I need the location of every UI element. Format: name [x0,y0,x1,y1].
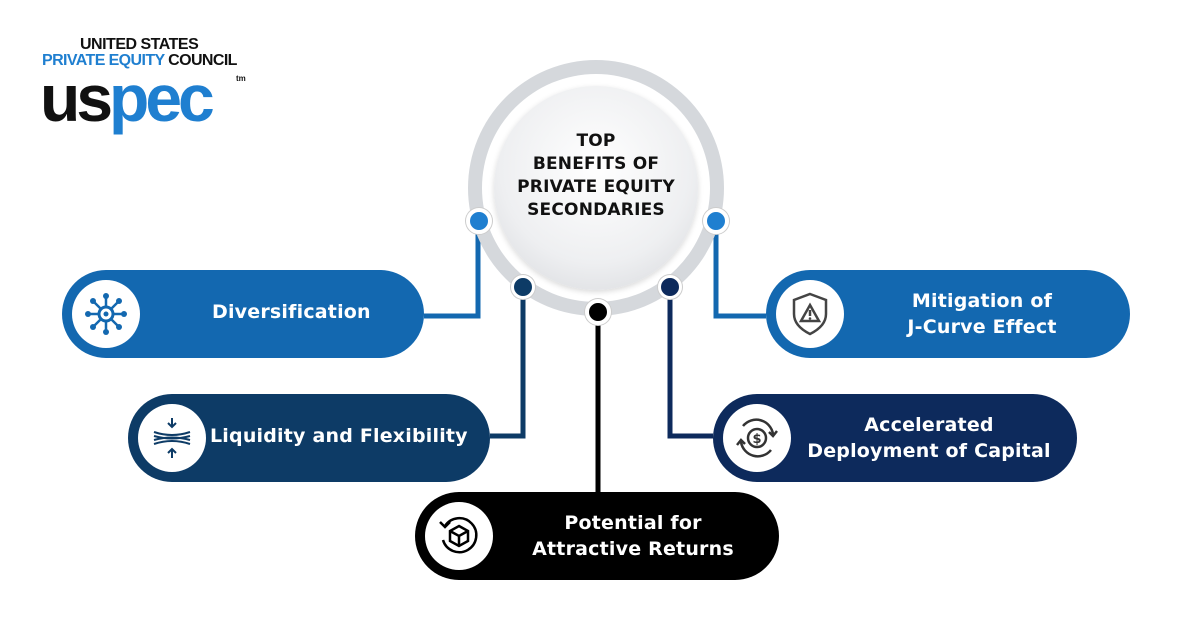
cube-return-icon [425,502,493,570]
benefit-potential-line-1: Potential for [564,512,702,534]
network-hub-icon [72,280,140,348]
center-disc [494,86,698,290]
connector-accelerated [667,287,713,439]
benefit-mitigation-label: Mitigation of J-Curve Effect [850,288,1114,340]
logo-private-equity: PRIVATE EQUITY [42,52,165,69]
benefit-potential: Potential for Attractive Returns [415,492,779,580]
center-title: TOP BENEFITS OF PRIVATE EQUITY SECONDARI… [494,130,698,222]
connector-liquidity [490,287,526,439]
logo-mark-pec: pec [109,61,215,135]
benefit-accelerated-line-1: Accelerated [864,414,994,436]
benefit-diversification-label: Diversification [212,301,371,323]
center-title-line-3: PRIVATE EQUITY [517,177,675,197]
center-title-line-2: BENEFITS OF [532,154,660,174]
benefit-mitigation-line-2: J-Curve Effect [907,316,1057,338]
compress-waves-icon [138,404,206,472]
dot-diversification [466,208,492,234]
logo-line-united-states: UNITED STATES [80,36,199,53]
benefit-liquidity-label: Liquidity and Flexibility [210,425,468,447]
dot-potential [585,299,611,325]
benefit-potential-line-2: Attractive Returns [532,538,734,560]
benefit-accelerated-line-2: Deployment of Capital [807,440,1051,462]
logo-wordmark: uspec [40,65,215,131]
svg-text:$: $ [752,432,761,447]
dot-accelerated [658,275,682,299]
logo-line-private-equity-council: PRIVATE EQUITY COUNCIL [42,52,237,70]
benefit-mitigation-line-1: Mitigation of [911,290,1053,312]
dollar-cycle-icon: $ [723,404,791,472]
connector-diversification [424,222,481,319]
warning-shield-icon [776,280,844,348]
logo-trademark: tm [236,74,246,83]
benefit-accelerated: $ Accelerated Deployment of Capital [713,394,1077,482]
dot-mitigation [703,208,729,234]
logo-council: COUNCIL [168,52,237,69]
logo-mark-us: us [40,61,113,135]
connector-mitigation [713,222,766,319]
center-title-line-4: SECONDARIES [527,200,665,220]
dot-liquidity [511,275,535,299]
benefit-accelerated-label: Accelerated Deployment of Capital [797,412,1061,464]
benefit-potential-label: Potential for Attractive Returns [501,510,765,562]
center-title-line-1: TOP [576,131,616,151]
benefit-diversification: Diversification [62,270,424,358]
benefit-liquidity: Liquidity and Flexibility [128,394,490,482]
uspec-logo: UNITED STATES PRIVATE EQUITY COUNCIL usp… [40,36,250,131]
benefit-mitigation: Mitigation of J-Curve Effect [766,270,1130,358]
